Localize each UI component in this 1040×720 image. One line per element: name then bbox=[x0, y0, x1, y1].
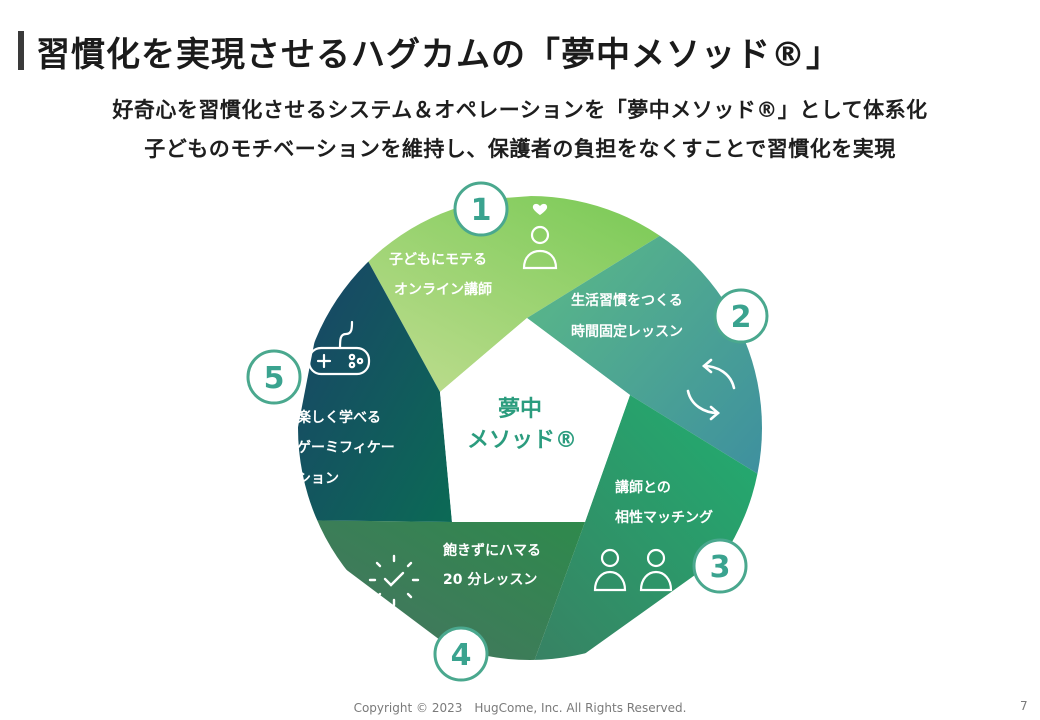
segment-3-label-line-2: 相性マッチング bbox=[615, 509, 713, 526]
center-label-line-1: 夢中 bbox=[498, 397, 542, 422]
number-badge-4 bbox=[433, 626, 489, 682]
segment-4-label-line-2: 20 分レッスン bbox=[443, 572, 537, 588]
number-badge-5 bbox=[246, 349, 302, 405]
number-badge-1 bbox=[453, 181, 509, 237]
page-number: 7 bbox=[1020, 699, 1028, 713]
number-badge-2 bbox=[713, 288, 769, 344]
cycle-arrows-icon bbox=[686, 358, 736, 421]
segment-4-shape bbox=[298, 520, 585, 660]
subtitle-line-1: 好奇心を習慣化させるシステム＆オペレーションを「夢中メソッド®」として体系化 bbox=[112, 98, 928, 122]
number-badge-3-label: 3 bbox=[710, 550, 731, 585]
center-pentagon bbox=[440, 318, 630, 522]
segment-5-label-line-1: 楽しく学べる bbox=[296, 409, 381, 426]
segment-1-label-line-1: 子どもにモテる bbox=[389, 252, 487, 268]
segment-2-label-line-2: 時間固定レッスン bbox=[571, 323, 683, 340]
copyright-footer: Copyright © 2023 HugCome, Inc. All Right… bbox=[353, 701, 687, 715]
center-label-line-2: メソッド® bbox=[467, 428, 577, 453]
teacher-heart-icon bbox=[522, 203, 558, 270]
number-badge-2-label: 2 bbox=[731, 300, 752, 335]
number-badge-1-label: 1 bbox=[471, 193, 492, 228]
number-badge-4-label: 4 bbox=[451, 638, 472, 673]
segment-5-label-line-3: ション bbox=[297, 471, 339, 487]
segment-5-shape bbox=[298, 210, 452, 522]
segment-1-shape bbox=[340, 196, 750, 392]
segment-4-label-line-1: 飽きずにハマる bbox=[442, 542, 541, 559]
number-badge-5-label: 5 bbox=[264, 361, 285, 396]
two-people-icon bbox=[593, 548, 673, 592]
number-badge-3 bbox=[692, 538, 748, 594]
page-title: 習慣化を実現させるハグカムの「夢中メソッド®」 bbox=[36, 35, 841, 75]
title-accent-bar bbox=[18, 31, 24, 70]
clock-check-icon bbox=[368, 554, 420, 607]
game-controller-icon bbox=[307, 320, 371, 376]
segment-3-shape bbox=[520, 395, 762, 660]
segment-2-label-line-1: 生活習慣をつくる bbox=[571, 292, 683, 309]
segment-1-label-line-2: オンライン講師 bbox=[394, 281, 492, 298]
subtitle-line-2: 子どものモチベーションを維持し、保護者の負担をなくすことで習慣化を実現 bbox=[144, 137, 896, 161]
segment-3-label-line-1: 講師との bbox=[615, 479, 671, 496]
segment-5-label-line-2: ゲーミフィケー bbox=[297, 439, 395, 456]
